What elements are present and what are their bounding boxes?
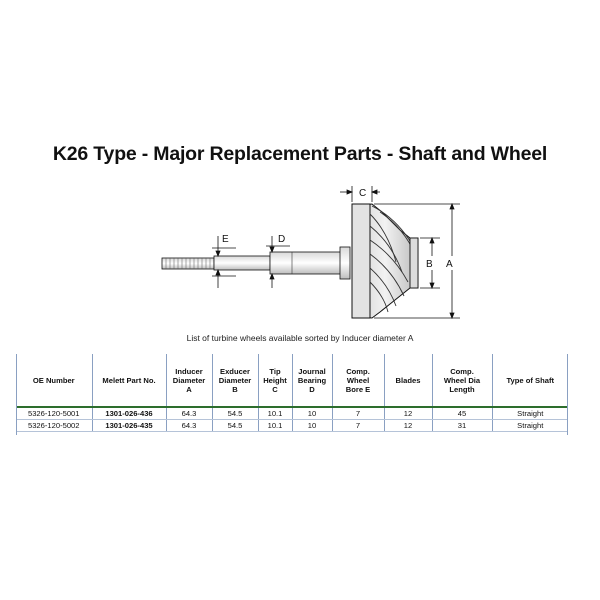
cell-oe-number: 5326-120-5001 — [16, 407, 93, 420]
cell-journal-bearing: 10 — [292, 419, 333, 432]
shaft-and-wheel-diagram: C E D B A — [161, 186, 460, 320]
cell-tip-height: 10.1 — [258, 419, 293, 432]
cell-melett-part-no: 1301-026-435 — [92, 419, 167, 432]
dimension-a-label: A — [446, 259, 453, 270]
cell-comp-wheel-dia-length: 31 — [432, 419, 493, 432]
dimension-c-label: C — [359, 188, 366, 199]
table-row: 5326-120-5002 1301-026-435 64.3 54.5 10.… — [16, 419, 568, 432]
cell-inducer-diameter: 64.3 — [166, 419, 213, 432]
cell-comp-wheel-dia-length: 45 — [432, 407, 493, 420]
dimension-d — [266, 236, 290, 288]
cell-type-of-shaft: Straight — [492, 407, 568, 420]
shaft-thread — [161, 257, 215, 270]
dimension-b — [420, 236, 440, 290]
cell-exducer-diameter: 54.5 — [212, 407, 259, 420]
dimension-e — [212, 236, 236, 288]
table-row: 5326-120-5001 1301-026-436 64.3 54.5 10.… — [16, 407, 568, 420]
header-type-of-shaft: Type of Shaft — [506, 375, 555, 385]
header-oe-number: OE Number — [16, 354, 93, 407]
cell-journal-bearing: 10 — [292, 407, 333, 420]
cell-tip-height: 10.1 — [258, 407, 293, 420]
cell-comp-wheel-bore: 7 — [332, 419, 385, 432]
header-melett-part-no: Melett Part No. — [92, 354, 167, 407]
page-title: K26 Type - Major Replacement Parts - Sha… — [52, 143, 548, 165]
dimension-e-label: E — [222, 234, 229, 245]
shaft-body — [213, 246, 351, 280]
cell-comp-wheel-bore: 7 — [332, 407, 385, 420]
table-caption: List of turbine wheels available sorted … — [186, 333, 414, 343]
header-blades: Blades — [384, 354, 433, 407]
dimension-c — [340, 186, 380, 202]
cell-type-of-shaft: Straight — [492, 419, 568, 432]
cell-oe-number: 5326-120-5002 — [16, 419, 93, 432]
dimension-d-label: D — [278, 234, 285, 245]
cell-inducer-diameter: 64.3 — [166, 407, 213, 420]
dimension-b-label: B — [426, 259, 433, 270]
cell-blades: 12 — [384, 407, 433, 420]
dimension-a — [374, 202, 460, 320]
turbine-wheel — [351, 203, 419, 319]
cell-blades: 12 — [384, 419, 433, 432]
cell-exducer-diameter: 54.5 — [212, 419, 259, 432]
cell-melett-part-no: 1301-026-436 — [92, 407, 167, 420]
